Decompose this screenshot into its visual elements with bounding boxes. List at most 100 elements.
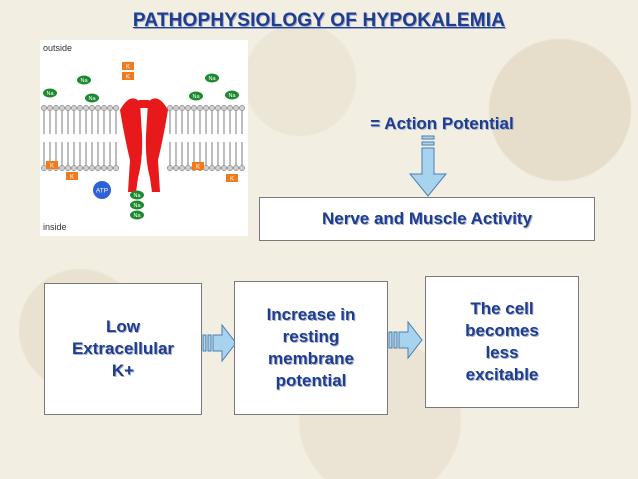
ion-channel-protein [120,98,168,192]
lipid-head [89,105,95,111]
lipid-head [71,165,77,171]
lipid-head [71,105,77,111]
lipid-head [179,105,185,111]
sodium-ion-label: Na [133,193,141,199]
potassium-ion-label: K [230,177,234,183]
down-arrow [408,135,448,197]
flow-box-2-line: resting [282,327,340,346]
sodium-ion [85,93,99,103]
flow-box-1-text: Low Extracellular K+ [72,316,174,382]
sodium-ion [130,190,144,200]
lipid-head [239,105,245,111]
atp-molecule [93,181,111,199]
lipid-head [233,105,239,111]
lipid-head [167,165,173,171]
potassium-ion-label: K [70,175,74,181]
title-text: PATHOPHYSIOLOGY OF HYPOKALEMIA [132,10,506,31]
lipid-head [77,165,83,171]
sodium-ion-label: Na [192,94,200,100]
potassium-ion-label: K [196,165,200,171]
sodium-ion [43,88,57,98]
lipid-head [197,105,203,111]
slide-title: PATHOPHYSIOLOGY OF HYPOKALEMIA [0,10,638,32]
lipid-head [53,105,59,111]
lipid-head [191,105,197,111]
flow-box-1-line: Extracellular [71,339,175,358]
lipid-head [173,165,179,171]
action-potential-label: = Action Potential [332,114,552,134]
lipid-head [83,165,89,171]
lipid-head [185,105,191,111]
flow-box-1-line: K+ [111,361,135,380]
flow-box-increase-resting-potential: Increase in resting membrane potential [234,281,388,415]
flow-box-1-line: Low [106,317,140,336]
flow-box-3-line: excitable [465,365,539,384]
lipid-head [209,165,215,171]
lipid-head [203,105,209,111]
lipid-head [77,105,83,111]
sodium-ion [205,73,219,83]
nerve-muscle-activity-box: Nerve and Muscle Activity [259,197,595,241]
lipid-head [41,165,47,171]
flow-box-3-text: The cell becomes less excitable [465,298,539,386]
flow-box-3-line: less [485,343,519,362]
sodium-ion-label: Na [228,93,236,99]
flow-box-2-line: membrane [268,349,354,368]
atp-label: ATP [96,188,108,195]
right-arrow-1 [202,323,237,363]
lipid-head [221,165,227,171]
lipid-head [227,105,233,111]
potassium-ion [192,162,204,170]
potassium-ion [122,72,134,80]
lipid-head [173,105,179,111]
lipid-head [185,165,191,171]
sodium-ion [77,75,91,85]
right-arrow-2 [388,320,423,360]
sodium-ion [130,210,144,220]
sodium-ion-label: Na [133,203,141,209]
lipid-head [101,105,107,111]
flow-box-low-extracellular-k: Low Extracellular K+ [44,283,202,415]
lipid-head [101,165,107,171]
sodium-ion-label: Na [46,91,54,97]
sodium-ion [225,90,239,100]
lipid-head [179,165,185,171]
lipid-head [233,165,239,171]
potassium-ion [122,62,134,70]
flow-box-2-line: potential [275,371,347,390]
lipid-head [167,105,173,111]
lipid-head [47,105,53,111]
potassium-ion-label: K [126,65,130,71]
lipid-head [95,165,101,171]
nerve-muscle-activity-text: Nerve and Muscle Activity [321,209,533,228]
potassium-ion [226,174,238,182]
lipid-head [65,105,71,111]
lipid-head [83,105,89,111]
lipid-head [239,165,245,171]
lipid-head [107,105,113,111]
lipid-head [95,105,101,111]
lipid-head [59,165,65,171]
lipid-head [65,165,71,171]
action-potential-text: = Action Potential [370,114,514,133]
inside-label: inside [43,222,67,232]
potassium-ion-label: K [126,75,130,81]
potassium-ion-label: K [50,164,54,170]
potassium-ion [66,172,78,180]
sodium-ion [130,200,144,210]
flow-box-2-text: Increase in resting membrane potential [267,304,356,392]
lipid-head [215,165,221,171]
sodium-ion-label: Na [88,96,96,102]
lipid-head [227,165,233,171]
sodium-ion-label: Na [208,76,216,82]
membrane-panel [40,40,248,236]
flow-box-cell-less-excitable: The cell becomes less excitable [425,276,579,408]
flow-box-2-line: Increase in [266,305,356,324]
lipid-head [113,105,119,111]
lipid-head [203,165,209,171]
lipid-head [41,105,47,111]
sodium-ion [189,91,203,101]
lipid-head [221,105,227,111]
